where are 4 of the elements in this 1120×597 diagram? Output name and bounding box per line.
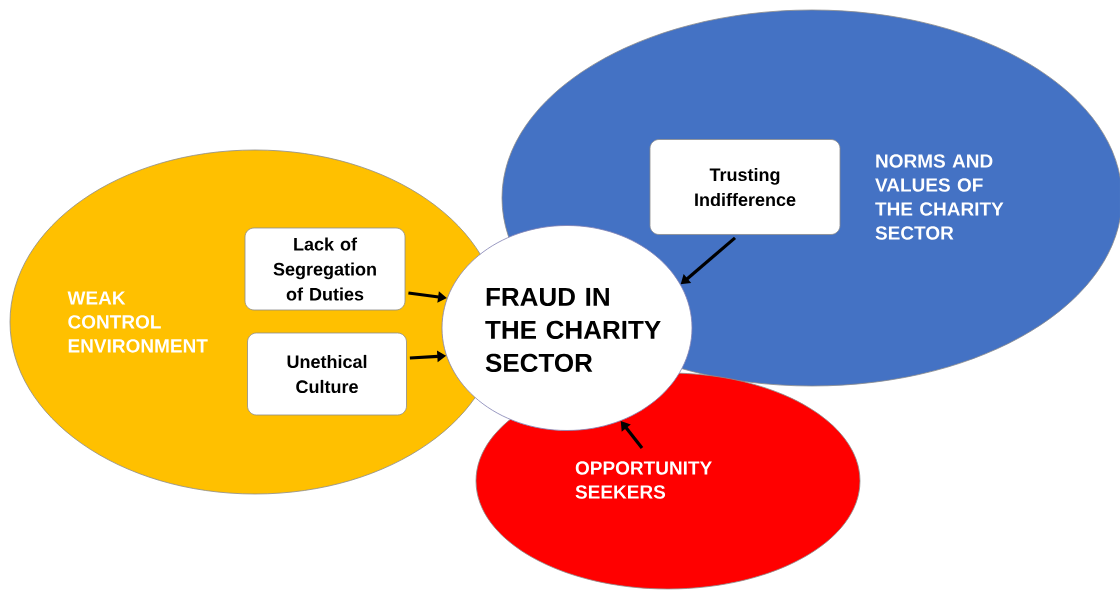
factor-box: Trusting Indifference <box>649 139 841 235</box>
factor-box: Lack of Segregation of Duties <box>244 227 406 311</box>
arrow <box>620 421 644 449</box>
factor-box: Unethical Culture <box>247 332 407 416</box>
